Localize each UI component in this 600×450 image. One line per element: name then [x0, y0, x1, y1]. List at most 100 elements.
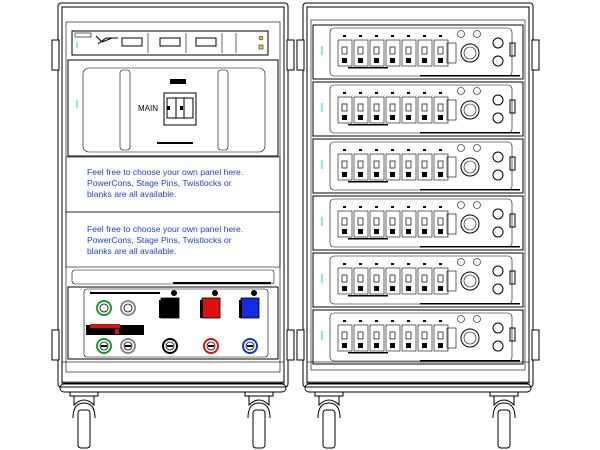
blank-panel-2: Feel free to choose your own panel here.… [65, 211, 281, 268]
module-label [348, 238, 388, 240]
circuit-breaker[interactable] [433, 263, 449, 295]
circuit-breaker[interactable] [369, 320, 385, 352]
powercon-connector-icon[interactable] [203, 338, 219, 354]
logo-icon [95, 35, 118, 45]
module-trim [420, 360, 520, 362]
outlet-icon[interactable] [492, 226, 504, 238]
pilot-light-icon [457, 258, 465, 266]
terminal-block [446, 213, 457, 235]
powercon-connector-icon[interactable] [96, 300, 112, 316]
circuit-breaker[interactable] [353, 35, 369, 67]
camlok-connector-icon[interactable] [200, 290, 221, 319]
outlet-icon[interactable] [492, 37, 504, 49]
powercon-connector-icon[interactable] [162, 338, 178, 354]
circuit-breaker[interactable] [337, 263, 353, 295]
circuit-breaker[interactable] [417, 263, 433, 295]
socapex-connector-icon[interactable] [460, 100, 480, 120]
outlet-icon[interactable] [492, 169, 504, 181]
circuit-breaker[interactable] [401, 206, 417, 238]
circuit-breaker[interactable] [401, 149, 417, 181]
module-label [348, 352, 388, 354]
socapex-connector-icon[interactable] [460, 43, 480, 63]
module-label [348, 124, 388, 126]
circuit-breaker[interactable] [433, 206, 449, 238]
circuit-breaker[interactable] [417, 320, 433, 352]
circuit-breaker[interactable] [337, 206, 353, 238]
socapex-connector-icon[interactable] [460, 157, 480, 177]
circuit-breaker[interactable] [369, 263, 385, 295]
circuit-breaker[interactable] [433, 320, 449, 352]
pilot-light-icon [473, 30, 481, 38]
powercon-connector-icon[interactable] [120, 300, 136, 316]
circuit-breaker[interactable] [353, 263, 369, 295]
module-trim [420, 132, 520, 134]
module-frame [312, 252, 524, 308]
distribution-module [312, 138, 524, 194]
circuit-breaker[interactable] [433, 35, 449, 67]
circuit-breaker[interactable] [401, 263, 417, 295]
module-frame [312, 24, 524, 80]
circuit-breaker[interactable] [337, 320, 353, 352]
module-faceplate [329, 198, 513, 248]
circuit-breaker[interactable] [417, 35, 433, 67]
circuit-breaker[interactable] [353, 320, 369, 352]
circuit-breaker[interactable] [433, 149, 449, 181]
main-breaker-switch[interactable] [163, 92, 197, 126]
circuit-breaker[interactable] [337, 35, 353, 67]
circuit-breaker[interactable] [385, 320, 401, 352]
circuit-breaker[interactable] [417, 92, 433, 124]
outlet-icon[interactable] [492, 112, 504, 124]
socapex-connector-icon[interactable] [460, 214, 480, 234]
module-frame [312, 138, 524, 194]
outlet-icon[interactable] [492, 340, 504, 352]
circuit-breaker[interactable] [337, 149, 353, 181]
circuit-breaker[interactable] [401, 320, 417, 352]
camlok-connector-icon[interactable] [159, 290, 180, 319]
panel-note-line: PowerCons, Stage Pins, Twistlocks or [87, 178, 232, 188]
circuit-breaker[interactable] [433, 92, 449, 124]
module-faceplate [329, 27, 513, 77]
circuit-breaker[interactable] [369, 149, 385, 181]
circuit-breaker[interactable] [385, 206, 401, 238]
caster-wheel-icon [489, 391, 519, 449]
socapex-connector-icon[interactable] [460, 328, 480, 348]
circuit-breaker[interactable] [385, 92, 401, 124]
outlet-icon[interactable] [492, 55, 504, 67]
outlet-icon[interactable] [492, 151, 504, 163]
circuit-breaker[interactable] [401, 92, 417, 124]
outlet-icon[interactable] [492, 94, 504, 106]
terminal-block [446, 156, 457, 178]
outlet-icon[interactable] [492, 322, 504, 334]
powercon-connector-icon[interactable] [120, 338, 136, 354]
circuit-breaker[interactable] [369, 35, 385, 67]
module-frame [312, 81, 524, 137]
circuit-breaker[interactable] [353, 92, 369, 124]
circuit-breaker[interactable] [353, 149, 369, 181]
outlet-icon[interactable] [492, 208, 504, 220]
right-rack-case [296, 2, 540, 393]
circuit-breaker[interactable] [385, 149, 401, 181]
circuit-breaker[interactable] [369, 92, 385, 124]
outlet-icon[interactable] [492, 283, 504, 295]
outlet-icon[interactable] [492, 265, 504, 277]
distribution-module [312, 24, 524, 80]
module-trim [420, 246, 520, 248]
circuit-breaker[interactable] [337, 92, 353, 124]
terminal-block [446, 99, 457, 121]
indicator-led [258, 44, 264, 50]
powercon-connector-icon[interactable] [242, 338, 258, 354]
powercon-connector-icon[interactable] [96, 338, 112, 354]
camlok-connector-icon[interactable] [239, 290, 260, 319]
pilot-light-icon [473, 87, 481, 95]
circuit-breaker[interactable] [385, 263, 401, 295]
circuit-breaker[interactable] [353, 206, 369, 238]
socapex-connector-icon[interactable] [460, 271, 480, 291]
pilot-light-icon [457, 315, 465, 323]
pilot-light-icon [473, 144, 481, 152]
circuit-breaker[interactable] [417, 149, 433, 181]
circuit-breaker[interactable] [401, 35, 417, 67]
circuit-breaker[interactable] [385, 35, 401, 67]
circuit-breaker[interactable] [417, 206, 433, 238]
circuit-breaker[interactable] [369, 206, 385, 238]
